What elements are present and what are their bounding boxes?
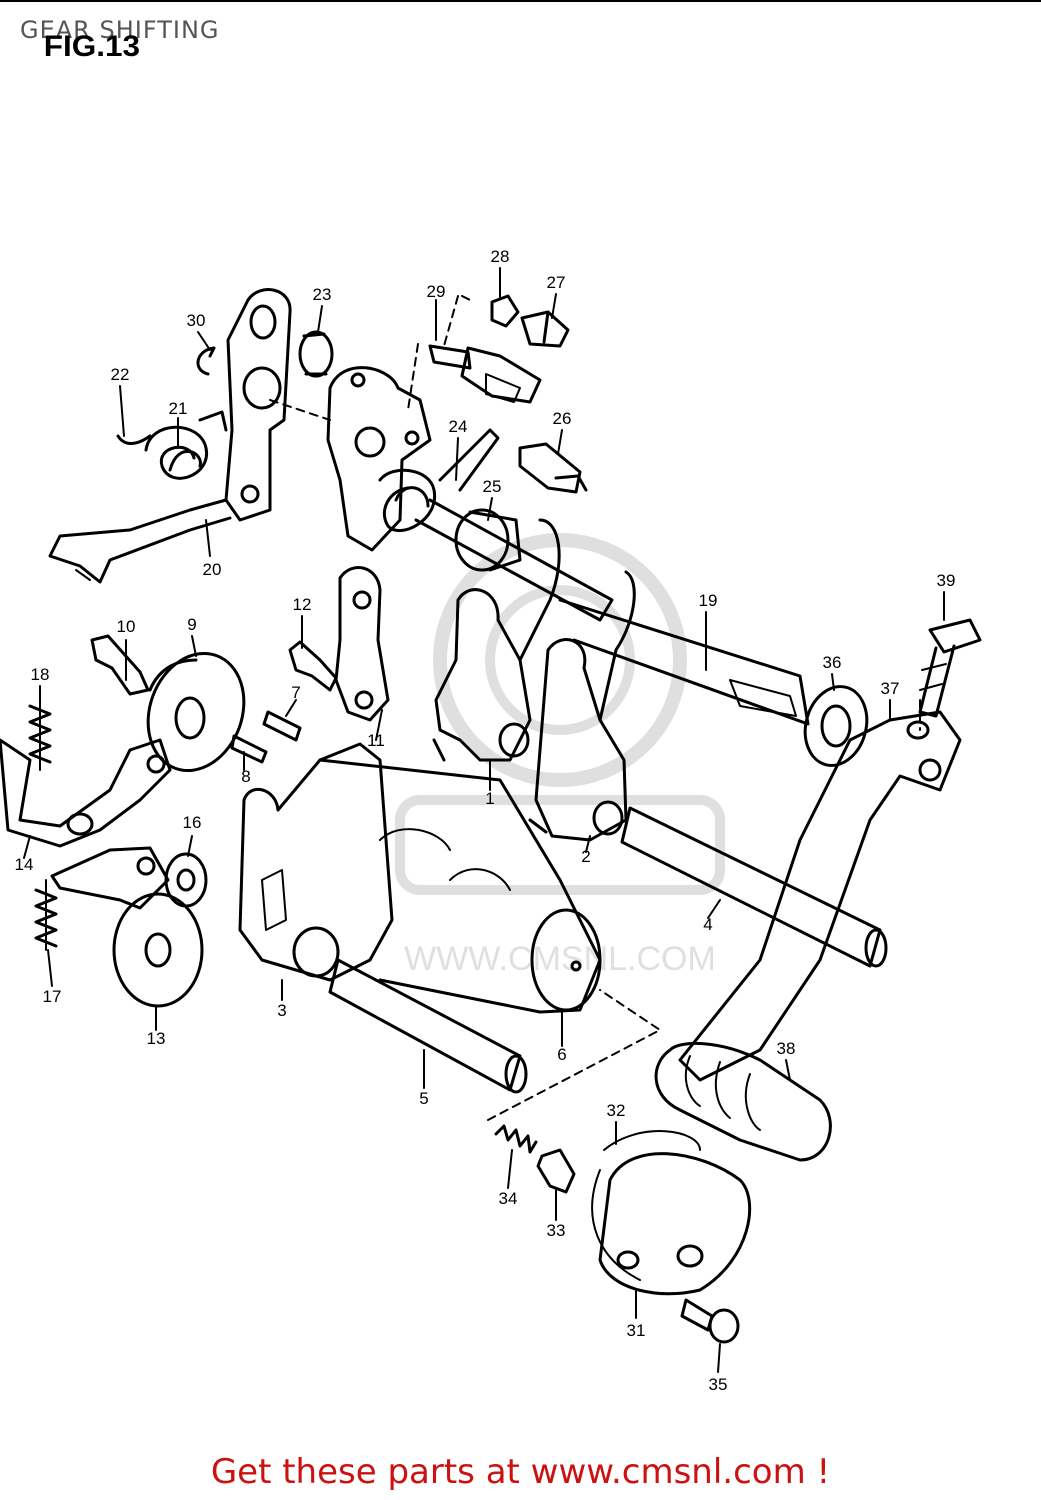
- callout-11: 11: [367, 731, 385, 750]
- callout-17: 17: [42, 987, 62, 1006]
- part-3-drum-housing: [238, 742, 394, 982]
- callout-4: 4: [703, 915, 713, 934]
- part-14-shift-arm: [0, 738, 172, 910]
- callout-28: 28: [490, 247, 510, 266]
- callout-24: 24: [448, 417, 468, 436]
- part-1-shift-fork: [432, 518, 561, 762]
- part-17-spring: [34, 879, 58, 951]
- part-25-cam-shaft: [414, 498, 614, 622]
- part-11-stopper-plate: [334, 566, 390, 722]
- assembly-guide-lines: [269, 295, 921, 1121]
- part-35-screw: [680, 1298, 740, 1344]
- callout-20: 20: [202, 560, 222, 579]
- callout-33: 33: [546, 1221, 566, 1240]
- callout-13: 13: [146, 1029, 166, 1048]
- part-19-fork-rod: [558, 598, 810, 726]
- part-26-pin: [518, 442, 588, 494]
- callout-18: 18: [30, 665, 50, 684]
- part-12-screw: [288, 640, 338, 692]
- part-23-bushing: [298, 330, 334, 378]
- part-21-spring: [116, 410, 228, 480]
- callout-26: 26: [552, 409, 572, 428]
- part-36-oil-seal: [803, 685, 869, 767]
- part-31-cover: [598, 1152, 752, 1296]
- part-32-gasket: [591, 1130, 701, 1281]
- callout-1: 1: [485, 789, 495, 808]
- callout-39: 39: [936, 571, 956, 590]
- part-28-nut: [490, 294, 520, 328]
- part-5-rod: [328, 958, 528, 1094]
- callout-8: 8: [241, 767, 251, 786]
- callout-37: 37: [880, 679, 900, 698]
- callout-31: 31: [626, 1321, 646, 1340]
- callout-32: 32: [606, 1101, 626, 1120]
- callout-16: 16: [182, 813, 202, 832]
- part-33-plunger: [536, 1148, 576, 1194]
- callout-22: 22: [110, 365, 130, 384]
- top-rule: [0, 0, 1041, 2]
- callout-19: 19: [698, 591, 718, 610]
- callout-5: 5: [419, 1089, 429, 1108]
- part-8-pin: [230, 734, 268, 764]
- callout-2: 2: [581, 847, 591, 866]
- part-18-spring: [28, 689, 52, 771]
- part-10-pin: [90, 634, 150, 696]
- part-13-washer: [112, 892, 204, 1008]
- callout-3: 3: [277, 1001, 287, 1020]
- part-39-bolt: [918, 618, 982, 718]
- callout-14: 14: [14, 855, 34, 874]
- callout-21: 21: [168, 399, 188, 418]
- callout-25: 25: [482, 477, 502, 496]
- callout-leaders: [23, 267, 945, 1373]
- part-6-shift-drum: [318, 758, 602, 1014]
- part-27-pin: [520, 310, 570, 348]
- part-38-rubber-grip: [654, 1041, 832, 1162]
- part-30-clip: [196, 346, 216, 376]
- callout-7: 7: [291, 683, 301, 702]
- part-34-spring: [494, 1124, 538, 1154]
- callout-29: 29: [426, 282, 446, 301]
- page-title: GEAR SHIFTING: [20, 16, 220, 44]
- part-20-shift-shaft: [48, 288, 292, 584]
- part-9-cam-plate: [146, 651, 246, 773]
- callout-27: 27: [546, 273, 566, 292]
- figure-label: FIG.13: [43, 30, 140, 63]
- callout-12: 12: [292, 595, 312, 614]
- part-2-shift-fork: [528, 570, 636, 842]
- callout-6: 6: [557, 1045, 567, 1064]
- part-37-gear-shift-lever: [678, 710, 962, 1082]
- part-4-rod: [620, 806, 888, 968]
- callout-35: 35: [708, 1375, 728, 1394]
- callout-30: 30: [186, 311, 206, 330]
- callout-10: 10: [116, 617, 136, 636]
- callout-34: 34: [498, 1189, 518, 1208]
- footer-parts-link[interactable]: Get these parts at www.cmsnl.com !: [210, 1452, 831, 1492]
- callout-9: 9: [187, 615, 197, 634]
- callout-23: 23: [312, 285, 332, 304]
- callout-38: 38: [776, 1039, 796, 1058]
- part-7-pin: [262, 710, 302, 742]
- callout-36: 36: [822, 653, 842, 672]
- part-29-bolt: [428, 344, 542, 404]
